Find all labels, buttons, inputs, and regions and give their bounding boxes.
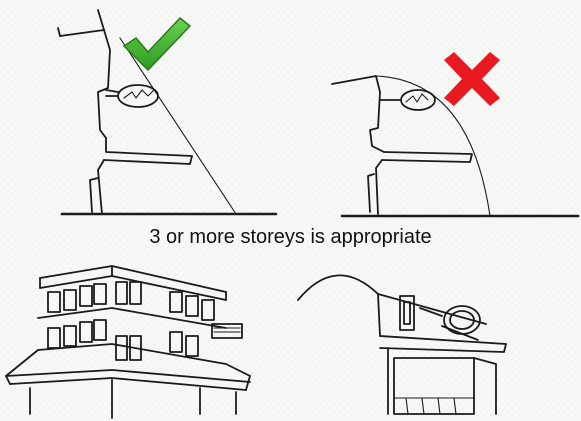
shopfront-sign-drawing: [296, 264, 581, 421]
check-mark-icon: [122, 16, 192, 72]
corner-building-drawing: [0, 248, 260, 421]
cross-mark-icon: [440, 50, 504, 108]
